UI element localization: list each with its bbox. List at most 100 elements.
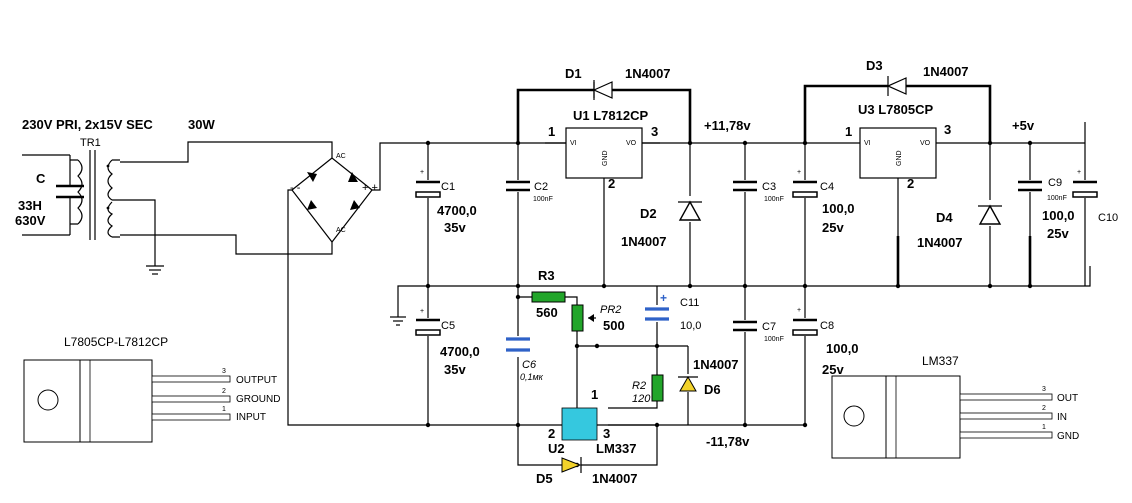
- bypass-wires: [516, 84, 1032, 286]
- pkg2-pin2-label: IN: [1057, 412, 1067, 423]
- d5-ref: D5: [536, 471, 553, 486]
- r2-ref: R2: [632, 380, 646, 392]
- c6-ref: C6: [522, 359, 537, 371]
- potentiometer-pr2: PR2 500: [571, 304, 625, 333]
- d6-ref: D6: [704, 382, 721, 397]
- capacitor-c4: + C4 100,0 25v: [792, 169, 855, 235]
- u1-ref: U1 L7812CP: [573, 108, 648, 123]
- regulator-u3: U3 L7805CP VI VO GND 1 2 3: [845, 102, 951, 191]
- ground-symbol: [146, 265, 164, 275]
- c9-ref: C9: [1048, 177, 1062, 189]
- c11-plus: +: [660, 291, 667, 305]
- u3-pin-vi: VI: [864, 140, 871, 147]
- d3-part: 1N4007: [923, 64, 969, 79]
- d2-part: 1N4007: [621, 234, 667, 249]
- pkg2-pin2-number: 2: [1042, 405, 1046, 412]
- d6-part: 1N4007: [693, 357, 739, 372]
- c11-value: 10,0: [680, 320, 701, 332]
- input-cap-ref: C: [36, 171, 46, 186]
- resistor-r2: R2 120: [632, 374, 664, 405]
- diode-d4: D4 1N4007: [917, 204, 1002, 250]
- u3-pin-vo: VO: [920, 140, 931, 147]
- capacitor-c1: + C1 4700,0 35v: [415, 169, 477, 235]
- c5-value: 4700,0: [440, 344, 480, 359]
- transformer-ref: TR1: [80, 137, 101, 149]
- c3-ref: C3: [762, 181, 776, 193]
- u1-pin1-number: 1: [548, 124, 555, 139]
- pkg2-pin1-number: 1: [1042, 424, 1046, 431]
- u2-pin1-number: 1: [591, 387, 598, 402]
- c1-value: 4700,0: [437, 203, 477, 218]
- package-lm337: LM337 3 2 1 OUT IN GND: [831, 354, 1079, 459]
- pkg1-pin3-number: 3: [222, 368, 226, 375]
- r3-value: 560: [536, 305, 558, 320]
- pkg1-pin1-number: 1: [222, 406, 226, 413]
- c9-value: 100nF: [1047, 195, 1067, 202]
- capacitor-c7: C7 100nF: [733, 320, 784, 343]
- r3-ref: R3: [538, 268, 555, 283]
- c8-ref: C8: [820, 320, 834, 332]
- u2-pin3-number: 3: [603, 426, 610, 441]
- pkg2-pin1-label: GND: [1057, 431, 1079, 442]
- package-l78xx: L7805CP-L7812CP 3 2 1 OUTPUT GROUND INPU…: [23, 335, 280, 443]
- c3-value: 100nF: [764, 196, 784, 203]
- pkg1-pin2-number: 2: [222, 388, 226, 395]
- u2-ref: U2: [548, 441, 565, 456]
- pr2-ref: PR2: [600, 304, 621, 316]
- svg-text:+: +: [420, 169, 424, 176]
- capacitor-c9: C9 100nF 100,0 25v: [1018, 177, 1075, 241]
- diode-d2: D2 1N4007: [621, 200, 702, 249]
- pkg2-pin3-label: OUT: [1057, 393, 1078, 404]
- resistor-r3: R3 560: [531, 268, 566, 320]
- diode-d3: D3 1N4007: [866, 58, 969, 96]
- d2-ref: D2: [640, 206, 657, 221]
- bridge-ac-top: AC: [336, 153, 346, 160]
- u3-pin2-number: 2: [907, 176, 914, 191]
- u1-pin2-number: 2: [608, 176, 615, 191]
- c11-ref: C11: [680, 297, 699, 309]
- c4-value: 100,0: [822, 201, 855, 216]
- u3-ref: U3 L7805CP: [858, 102, 933, 117]
- r2-value: 120: [632, 393, 651, 405]
- pkg1-title: L7805CP-L7812CP: [64, 335, 168, 349]
- ground-symbol-rail: [390, 316, 406, 326]
- diode-d1: D1 1N4007: [565, 66, 671, 100]
- c2-value: 100nF: [533, 196, 553, 203]
- circuit-title: 230V PRI, 2x15V SEC: [22, 117, 153, 132]
- u1-pin-vi: VI: [570, 140, 577, 147]
- c10-ref: C10: [1098, 212, 1118, 224]
- pr2-value: 500: [603, 318, 625, 333]
- u3-pin-gnd: GND: [896, 150, 903, 166]
- c7-value: 100nF: [764, 336, 784, 343]
- rail-plus12-label: +11,78v: [704, 118, 751, 133]
- capacitor-c5: + C5 4700,0 35v: [415, 308, 480, 377]
- rail-minus12-label: -11,78v: [706, 434, 750, 449]
- pkg1-pin2-label: GROUND: [236, 394, 280, 405]
- regulator-u1: U1 L7812CP VI VO GND 1 2 3: [545, 108, 660, 191]
- capacitor-c2: C2 100nF: [506, 180, 553, 203]
- c4-ref: C4: [820, 181, 834, 193]
- bridge-minus: - -: [290, 182, 301, 194]
- input-capacitor: C 33H 630V: [15, 171, 84, 228]
- bridge-rectifier: AC AC - - + +: [290, 153, 378, 243]
- c1-voltage: 35v: [444, 220, 466, 235]
- rail-plus5-label: +5v: [1012, 118, 1035, 133]
- d5-part: 1N4007: [592, 471, 638, 486]
- c9-voltage: 25v: [1047, 226, 1069, 241]
- capacitor-c11: + C11 10,0: [645, 291, 701, 332]
- c8-value: 100,0: [826, 341, 859, 356]
- d1-ref: D1: [565, 66, 582, 81]
- u1-pin3-number: 3: [651, 124, 658, 139]
- input-cap-value: 33H: [18, 198, 42, 213]
- power-rating: 30W: [188, 117, 215, 132]
- diode-d6: 1N4007 D6: [678, 357, 739, 397]
- u1-pin-vo: VO: [626, 140, 637, 147]
- c1-ref: C1: [441, 181, 455, 193]
- u1-pin-gnd: GND: [602, 150, 609, 166]
- capacitor-c8: + C8 100,0 25v: [792, 307, 859, 377]
- pkg2-title: LM337: [922, 354, 959, 368]
- capacitor-c3: C3 100nF: [733, 180, 784, 203]
- d4-ref: D4: [936, 210, 953, 225]
- c2-ref: C2: [534, 181, 548, 193]
